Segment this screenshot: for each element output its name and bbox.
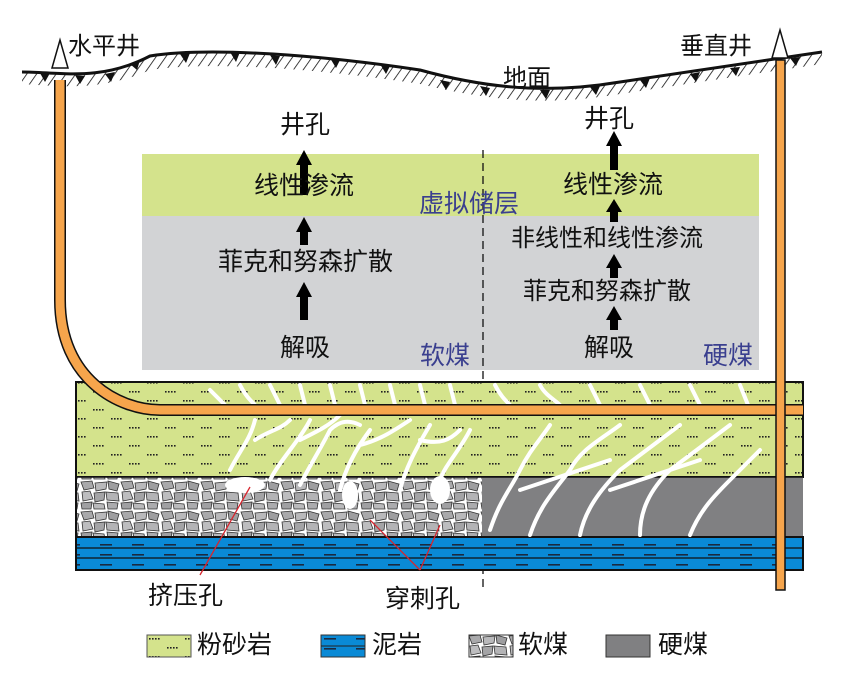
legend-label-soft-coal: 软煤 [518,630,569,659]
arrow-up-icon [296,282,312,320]
coal-desorption-band [142,216,759,370]
squeeze-hole-label: 挤压孔 [148,581,224,610]
legend-swatch-soft-coal [468,634,514,658]
soft-coal-zone-label: 软煤 [420,341,471,370]
hard-linear-seepage-label: 线性渗流 [563,170,664,199]
soft-desorption-label: 解吸 [280,333,331,362]
vertical-well [771,27,789,591]
horizontal-well [51,37,803,416]
legend-swatch-mudstone [320,634,366,658]
vertical-well-label: 垂直井 [680,32,752,60]
legend-label-siltstone: 粉砂岩 [197,630,273,659]
hard-coal-zone-label: 硬煤 [703,341,754,370]
arrow-up-icon [606,199,622,222]
legend-swatch-hard-coal [605,634,651,658]
hard-coal-layer [482,477,803,537]
hard-nonlinear-seepage-label: 非线性和线性渗流 [511,224,703,252]
arrow-up-icon [296,150,312,195]
horizontal-well-label: 水平井 [68,32,140,60]
virtual-reservoir-band [142,154,759,216]
soft-wellbore-label: 井孔 [280,110,331,139]
mudstone-layer [75,536,804,571]
virtual-reservoir-label: 虚拟储层 [419,189,520,218]
arrow-up-icon [606,306,622,330]
hard-diffusion-label: 菲克和努森扩散 [523,277,691,305]
arrow-up-icon [606,131,622,170]
arrow-up-icon [606,254,622,278]
hard-wellbore-label: 井孔 [584,104,635,133]
ground-label: 地面 [503,64,551,92]
legend-swatch-siltstone [146,634,192,658]
legend-label-hard-coal: 硬煤 [658,630,709,659]
wellhead-icon [771,27,789,59]
arrow-up-icon [296,217,312,245]
ground-surface [21,50,823,101]
strata [75,381,804,571]
soft-linear-seepage-label: 线性渗流 [254,171,355,200]
wellhead-icon [51,37,69,69]
squeeze-voids [225,476,450,509]
hard-desorption-label: 解吸 [584,333,635,362]
soft-diffusion-label: 菲克和努森扩散 [218,247,394,276]
soft-coal-arrows [296,150,312,320]
hard-coal-arrows [606,131,622,330]
soft-coal-layer [77,477,482,537]
legend-label-mudstone: 泥岩 [372,630,423,659]
puncture-hole-label: 穿刺孔 [385,584,461,613]
hole-pointers [199,486,441,576]
